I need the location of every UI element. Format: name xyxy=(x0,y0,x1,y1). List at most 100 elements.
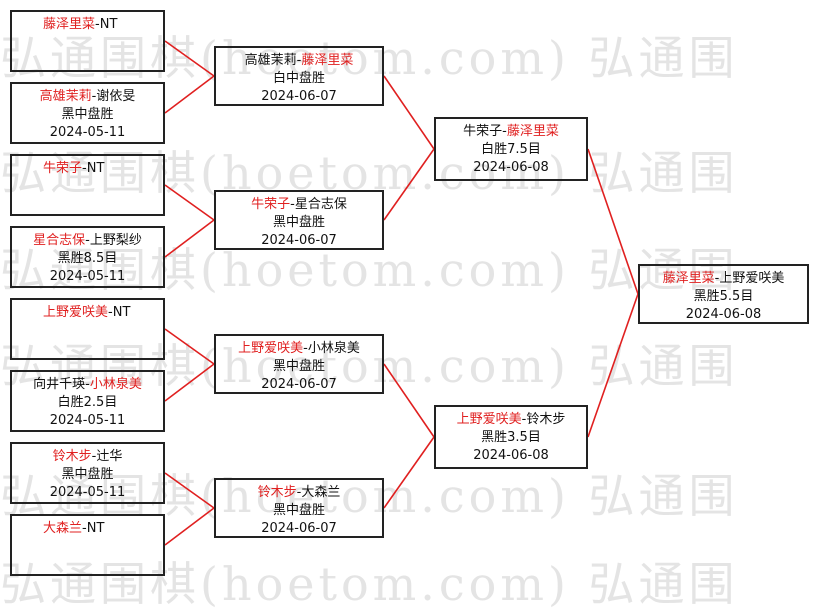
match-players: 向井千瑛-小林泉美 xyxy=(12,376,163,394)
match-players: 星合志保-上野梨纱 xyxy=(12,232,163,250)
bracket-connector-line xyxy=(164,363,215,402)
match-players: 高雄茉莉-藤泽里菜 xyxy=(216,52,382,70)
match-date: 2024-06-07 xyxy=(261,377,337,392)
match-date: 2024-06-07 xyxy=(261,89,337,104)
bracket-connector-line xyxy=(164,75,215,114)
match-result: 黑中盘胜 xyxy=(272,503,325,518)
bracket-connector-line xyxy=(164,219,215,258)
match-date: 2024-05-11 xyxy=(49,125,126,140)
match-players: 藤泽里菜-上野爱咲美 xyxy=(640,270,807,288)
player-separator: - xyxy=(91,449,97,464)
bracket-connector-line xyxy=(164,184,215,221)
match-date: 2024-06-08 xyxy=(685,307,762,322)
match-date: 2024-05-11 xyxy=(49,413,126,428)
match-result: 黑中盘胜 xyxy=(272,215,325,230)
match-date: 2024-06-08 xyxy=(473,160,549,175)
match-result: 黑胜8.5目 xyxy=(57,251,118,266)
player-separator: - xyxy=(95,17,100,32)
player-2-name: 小林泉美 xyxy=(307,341,360,356)
bracket-connector-line xyxy=(383,148,435,221)
round1-match-box: 上野爱咲美-NT xyxy=(10,298,165,360)
match-result: 黑中盘胜 xyxy=(61,467,114,482)
player-2-name: NT xyxy=(112,305,131,320)
bracket-connectors xyxy=(164,40,639,546)
player-2-name: 铃木步 xyxy=(526,412,566,427)
round1-match-box: 星合志保-上野梨纱黑胜8.5目 2024-05-11 xyxy=(10,226,165,288)
player-2-name: 谢依旻 xyxy=(96,89,136,104)
bracket-connector-line xyxy=(587,148,639,295)
player-separator: - xyxy=(714,271,720,286)
player-separator: - xyxy=(108,305,113,320)
player-1-name: 高雄茉莉 xyxy=(244,53,297,68)
match-result: 白中盘胜 xyxy=(272,71,325,86)
player-separator: - xyxy=(82,161,87,176)
player-1-name: 藤泽里菜 xyxy=(662,271,715,286)
player-1-name: 铃木步 xyxy=(52,449,92,464)
player-2-name: 藤泽里菜 xyxy=(301,53,354,68)
match-result: 黑胜3.5目 xyxy=(481,430,541,445)
bracket-connector-line xyxy=(164,472,215,509)
player-1-name: 牛荣子 xyxy=(463,124,503,139)
player-2-name: 上野爱咲美 xyxy=(719,271,785,286)
match-players: 铃木步-大森兰 xyxy=(216,484,382,502)
match-players: 牛荣子-星合志保 xyxy=(216,196,382,214)
player-1-name: 牛荣子 xyxy=(43,161,83,176)
bracket-connector-line xyxy=(164,328,215,365)
round1-match-box: 大森兰-NT xyxy=(10,514,165,576)
match-date: 2024-06-07 xyxy=(261,233,337,248)
match-players: 上野爱咲美-小林泉美 xyxy=(216,340,382,358)
player-2-name: NT xyxy=(99,17,118,32)
match-players: 高雄茉莉-谢依旻 xyxy=(12,88,163,106)
match-result: 白胜7.5目 xyxy=(481,142,541,157)
player-1-name: 牛荣子 xyxy=(251,197,291,212)
bracket-connector-line xyxy=(383,75,435,150)
player-2-name: 上野梨纱 xyxy=(89,233,142,248)
match-players: 牛荣子-藤泽里菜 xyxy=(436,123,586,141)
player-1-name: 上野爱咲美 xyxy=(238,341,304,356)
match-result: 白胜2.5目 xyxy=(57,395,118,410)
bracket-connector-line xyxy=(383,363,435,438)
match-result: 黑胜5.5目 xyxy=(693,289,754,304)
bracket-connector-line xyxy=(164,40,215,77)
round1-match-box: 牛荣子-NT xyxy=(10,154,165,216)
player-1-name: 大森兰 xyxy=(43,521,83,536)
bracket-connector-line xyxy=(587,293,639,438)
match-players: 藤泽里菜-NT xyxy=(43,16,163,34)
match-date: 2024-06-08 xyxy=(473,448,549,463)
bracket-connector-line xyxy=(383,436,435,509)
player-2-name: 星合志保 xyxy=(294,197,347,212)
match-players: 铃木步-辻华 xyxy=(12,448,163,466)
match-players: 大森兰-NT xyxy=(43,520,163,538)
match-date: 2024-05-11 xyxy=(49,269,126,284)
player-separator: - xyxy=(502,124,507,139)
player-1-name: 星合志保 xyxy=(33,233,86,248)
player-1-name: 上野爱咲美 xyxy=(456,412,522,427)
player-separator: - xyxy=(91,89,97,104)
match-players: 上野爱咲美-铃木步 xyxy=(436,411,586,429)
player-2-name: 大森兰 xyxy=(301,485,341,500)
player-separator: - xyxy=(296,485,302,500)
player-1-name: 向井千瑛 xyxy=(33,377,86,392)
bracket-connector-line xyxy=(164,507,215,546)
player-2-name: NT xyxy=(86,521,105,536)
player-separator: - xyxy=(82,521,87,536)
round3-match-box: 牛荣子-藤泽里菜白胜7.5目 2024-06-08 xyxy=(434,117,588,181)
player-separator: - xyxy=(521,412,527,427)
player-separator: - xyxy=(296,53,302,68)
player-separator: - xyxy=(290,197,295,212)
round1-match-box: 藤泽里菜-NT xyxy=(10,10,165,72)
player-1-name: 铃木步 xyxy=(257,485,297,500)
player-2-name: 小林泉美 xyxy=(89,377,142,392)
player-2-name: NT xyxy=(86,161,105,176)
match-players: 牛荣子-NT xyxy=(43,160,163,178)
player-separator: - xyxy=(85,377,90,392)
match-players: 上野爱咲美-NT xyxy=(43,304,163,322)
